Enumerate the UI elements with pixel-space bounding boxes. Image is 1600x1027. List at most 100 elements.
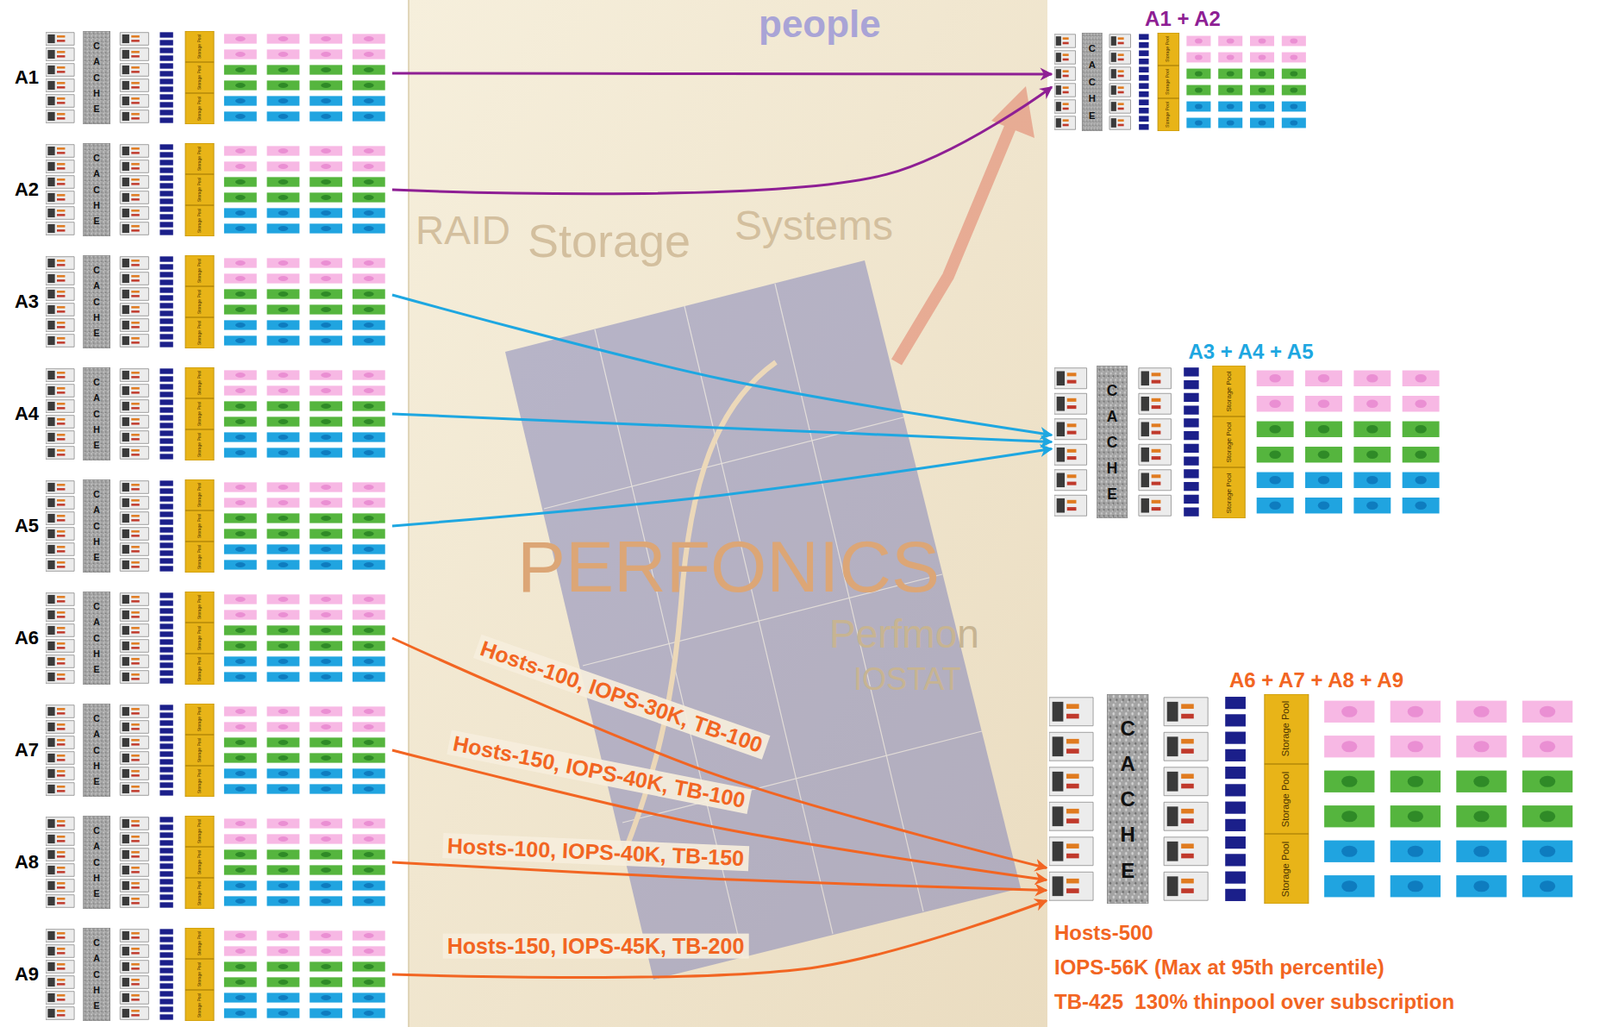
consolidation-arrow <box>392 294 1052 436</box>
disk-icon <box>47 610 55 619</box>
drive-mark <box>278 596 289 602</box>
disk-led <box>56 982 65 985</box>
drive-mark <box>235 658 246 664</box>
disk-led <box>131 727 139 730</box>
drive-mark <box>235 867 246 873</box>
drive-mark <box>235 724 246 730</box>
port-bar <box>1138 124 1149 131</box>
drive-mark <box>320 51 332 57</box>
disk-led <box>131 850 139 853</box>
disk-led <box>56 306 65 308</box>
drive-mark <box>1407 845 1424 857</box>
disk-led <box>56 387 65 389</box>
disk-led <box>1118 53 1125 57</box>
disk-icon <box>1056 396 1065 412</box>
drive-mark <box>1268 399 1281 408</box>
port-bar <box>159 86 173 92</box>
disk-icon <box>1052 841 1064 862</box>
drive <box>267 369 300 380</box>
storage-pool-bar <box>185 703 214 797</box>
disk-led <box>1067 500 1077 504</box>
disk-slot <box>119 303 149 317</box>
drive-mark <box>320 194 332 200</box>
drive-mark <box>235 500 246 506</box>
drive-mark <box>1473 775 1489 788</box>
disk-led <box>56 642 65 644</box>
drive <box>309 706 343 716</box>
disk-icon <box>1141 472 1150 488</box>
disk-slot <box>45 191 75 205</box>
drive-mark <box>235 260 246 266</box>
disk-icon <box>47 1008 55 1018</box>
disk-icon <box>47 656 55 666</box>
drive-mark <box>278 515 289 521</box>
port-bar <box>159 159 173 165</box>
drive-mark <box>320 994 332 1000</box>
port-bar <box>159 901 173 907</box>
disk-led <box>131 81 139 84</box>
port-bar <box>1138 75 1149 82</box>
pool-label: Storage Pool <box>1225 370 1232 412</box>
disk-led <box>56 167 65 169</box>
drive-mark <box>278 724 289 730</box>
pool-divider <box>1157 65 1180 67</box>
drive-mark <box>235 546 246 552</box>
watermark-word: IOSTAT <box>853 663 962 695</box>
cache-label: CACHE <box>92 37 102 118</box>
drive-mark <box>320 531 332 537</box>
drive-mark <box>320 500 332 506</box>
drive-mark <box>1194 119 1203 125</box>
drive <box>352 976 386 987</box>
cache-label: CACHE <box>92 598 102 678</box>
drive <box>309 192 343 202</box>
disk-slot <box>1049 767 1094 796</box>
pool-label: Storage Pool <box>197 208 202 234</box>
disk-led <box>131 1013 139 1016</box>
port-bar <box>159 62 173 69</box>
drive <box>1218 52 1243 63</box>
storage-array: A1 + A2CACHEStorage PoolStorage PoolStor… <box>1054 32 1312 132</box>
disk-led <box>131 1009 139 1012</box>
port-bar <box>159 855 173 861</box>
drive-mark <box>1341 706 1357 718</box>
disk-icon <box>122 784 130 794</box>
drive-mark <box>278 434 289 440</box>
drive <box>1456 805 1507 827</box>
disk-icon <box>1052 771 1064 792</box>
drive <box>309 976 343 987</box>
disk-slot <box>45 975 75 989</box>
drive <box>267 528 300 538</box>
disk-slot <box>45 527 75 541</box>
disk-led <box>1066 843 1080 849</box>
array-heading: A6 + A7 + A8 + A9 <box>1229 669 1404 691</box>
disk-slot <box>45 110 75 124</box>
disk-slot <box>1049 697 1094 726</box>
drive-mark <box>320 515 332 521</box>
disk-icon <box>47 529 55 538</box>
pool-divider <box>185 541 214 543</box>
disk-led <box>56 437 65 440</box>
drive <box>267 319 300 330</box>
disk-slot <box>45 63 75 77</box>
drive-mark <box>363 739 375 745</box>
pool-divider <box>1157 98 1180 100</box>
port-bar <box>159 287 173 293</box>
disk-icon <box>122 722 130 732</box>
drive <box>1324 805 1375 827</box>
disk-slot <box>119 975 149 989</box>
drive-mark <box>278 67 289 73</box>
disk-led <box>131 70 139 73</box>
disk-slot <box>1109 116 1132 130</box>
disk-led <box>1181 713 1194 719</box>
port-bar <box>159 615 173 621</box>
drive-mark <box>278 898 289 904</box>
pool-label: Storage Pool <box>197 850 202 875</box>
disk-slot <box>45 670 75 684</box>
port-bar <box>159 198 173 204</box>
drive-mark <box>320 786 332 792</box>
disk-led <box>131 615 139 618</box>
drive <box>224 512 257 523</box>
disk-led <box>56 229 65 232</box>
drive <box>1522 805 1573 827</box>
drive <box>352 49 386 59</box>
